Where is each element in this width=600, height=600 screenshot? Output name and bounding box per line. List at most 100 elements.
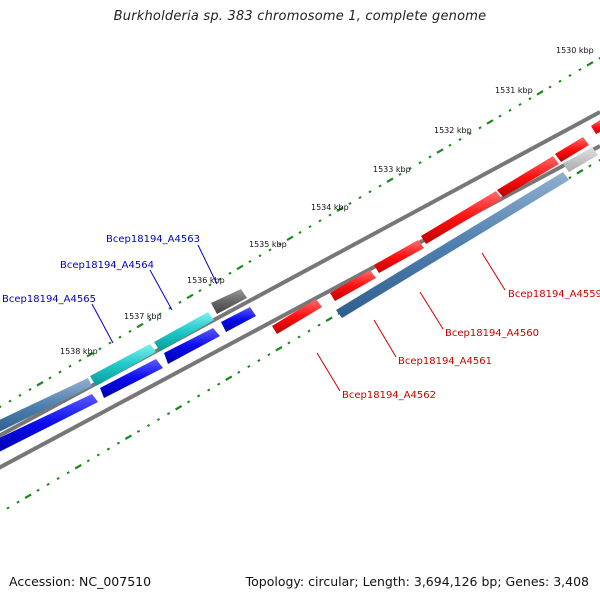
gene-label-reverse[interactable]: Bcep18194_A4559	[508, 289, 600, 300]
ruler-minor-tick	[208, 283, 212, 287]
gene-label-forward[interactable]: Bcep18194_A4565	[2, 294, 96, 305]
gene-label-reverse[interactable]: Bcep18194_A4561	[398, 356, 492, 367]
leader-line	[91, 303, 114, 344]
ruler-label: 1538 kbp	[60, 347, 98, 356]
forward-leader-lines	[91, 244, 218, 344]
accession-text: Accession: NC_007510	[9, 574, 152, 589]
ruler-major-tick	[36, 381, 44, 387]
ruler-label: 1532 kbp	[434, 126, 472, 135]
ruler-minor-tick	[48, 376, 52, 380]
ruler-minor-tick	[267, 353, 271, 357]
ruler-minor-tick	[148, 318, 152, 322]
ruler-labels: 1530 kbp 1531 kbp 1532 kbp 1533 kbp 1534…	[60, 46, 594, 356]
gene-feature-cyan[interactable]	[154, 312, 214, 351]
ruler-minor-tick	[498, 114, 502, 118]
ruler-major-tick	[586, 61, 594, 67]
gene-feature-steel[interactable]	[336, 172, 569, 318]
ruler-minor-tick	[307, 329, 311, 333]
ruler-minor-tick	[28, 388, 32, 392]
ruler-minor-tick	[237, 370, 241, 374]
ruler-minor-tick	[398, 172, 402, 176]
gene-label-forward[interactable]: Bcep18194_A4563	[106, 234, 200, 245]
reverse-genes	[272, 120, 600, 334]
ruler-minor-tick	[46, 482, 50, 486]
ruler-minor-tick	[257, 359, 261, 363]
ruler-major-tick	[325, 316, 333, 322]
leader-line	[316, 352, 341, 392]
ruler-minor-tick	[146, 423, 151, 427]
ruler-major-tick	[124, 434, 132, 440]
ruler-minor-tick	[68, 364, 72, 368]
ruler-minor-tick	[106, 447, 110, 451]
ruler-minor-tick	[317, 323, 321, 327]
ruler-minor-tick	[0, 405, 2, 409]
ruler-minor-tick	[287, 341, 291, 345]
gene-feature-light[interactable]	[563, 147, 598, 172]
gene-feature-steel[interactable]	[0, 378, 92, 434]
ruler-major-tick	[436, 148, 444, 154]
gene-label-reverse[interactable]: Bcep18194_A4562	[342, 390, 436, 401]
ruler-minor-tick	[248, 260, 252, 264]
ruler-minor-tick	[86, 459, 90, 463]
ruler-minor-tick	[178, 300, 182, 304]
topology-text: Topology: circular; Length: 3,694,126 bp…	[245, 574, 589, 589]
leader-line	[197, 244, 218, 285]
gene-feature-red[interactable]	[330, 270, 376, 301]
gene-feature-red[interactable]	[555, 137, 589, 162]
ruler-minor-tick	[56, 476, 60, 481]
ruler-label: 1533 kbp	[373, 165, 411, 174]
ruler-minor-tick	[186, 400, 191, 404]
reverse-leader-lines	[316, 252, 506, 392]
gene-feature-blue[interactable]	[0, 394, 98, 454]
gene-feature-blue[interactable]	[221, 307, 256, 332]
ruler-major-tick	[74, 463, 82, 470]
ruler-minor-tick	[36, 488, 40, 492]
ruler-minor-tick	[156, 418, 161, 422]
ruler-major-tick	[576, 169, 584, 175]
ruler-label: 1531 kbp	[495, 86, 533, 95]
ruler-minor-tick	[18, 393, 22, 397]
ruler-minor-tick	[358, 196, 362, 200]
ruler-major-tick	[236, 264, 244, 271]
ruler-minor-tick	[98, 347, 102, 351]
ruler-major-tick	[186, 293, 194, 300]
ruler-minor-tick	[218, 277, 222, 281]
ruler-minor-tick	[518, 103, 522, 107]
leader-line	[149, 269, 173, 311]
gene-label-reverse[interactable]: Bcep18194_A4560	[445, 328, 539, 339]
ruler-minor-tick	[368, 190, 372, 194]
gene-feature-red[interactable]	[497, 156, 559, 197]
ruler-major-tick	[24, 493, 32, 499]
ruler-minor-tick	[16, 500, 20, 504]
ruler-minor-tick	[166, 412, 171, 416]
ruler-major-tick	[386, 177, 394, 183]
ruler-minor-tick	[378, 184, 382, 188]
ruler-minor-tick	[448, 143, 452, 147]
ruler-minor-tick	[258, 254, 262, 258]
ruler-minor-tick	[508, 108, 512, 112]
ruler-minor-tick	[418, 161, 422, 165]
ruler-minor-tick	[458, 137, 462, 141]
ruler-minor-tick	[96, 453, 100, 457]
gene-feature-red[interactable]	[421, 191, 502, 244]
ruler-minor-tick	[78, 358, 82, 362]
gene-feature-gray[interactable]	[211, 289, 247, 314]
gene-feature-red[interactable]	[591, 120, 600, 134]
gene-label-forward[interactable]: Bcep18194_A4564	[60, 260, 154, 271]
gene-feature-blue[interactable]	[164, 328, 220, 364]
ruler-label: 1530 kbp	[556, 46, 594, 55]
backbone-line-lower	[0, 144, 600, 470]
ruler-minor-tick	[66, 471, 70, 475]
leader-line	[481, 252, 506, 291]
gene-feature-red[interactable]	[374, 240, 424, 273]
gene-feature-blue[interactable]	[100, 359, 163, 398]
ruler-minor-tick	[128, 329, 132, 333]
gene-feature-red[interactable]	[272, 299, 322, 334]
gene-feature-cyan[interactable]	[90, 344, 156, 386]
ruler-major-tick	[175, 405, 183, 411]
ruler-minor-tick	[308, 225, 312, 229]
ruler-minor-tick	[207, 388, 211, 392]
ruler-label: 1534 kbp	[311, 203, 349, 212]
ruler-minor-tick	[297, 335, 301, 339]
ruler-minor-tick	[6, 506, 10, 510]
